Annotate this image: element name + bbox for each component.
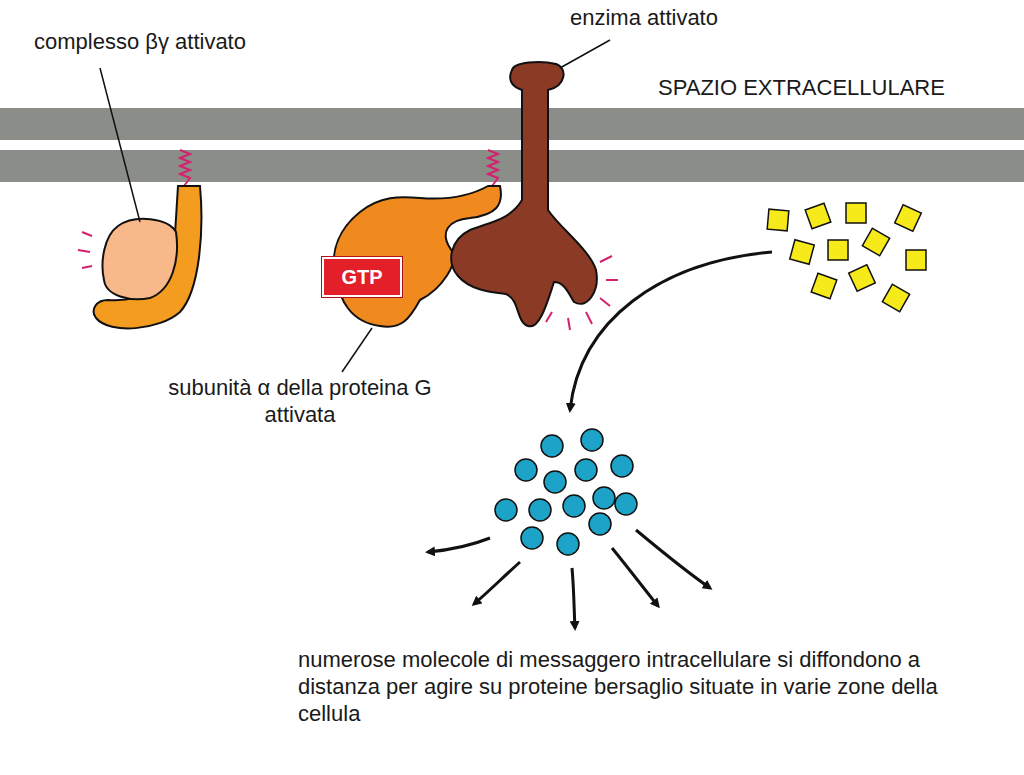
lipid-anchor (180, 150, 190, 186)
diffusion-arrows (428, 530, 710, 628)
substrate-molecules (767, 203, 926, 312)
gtp-box: GTP (322, 257, 402, 297)
membrane-outer (0, 108, 1024, 140)
part-label: subunità α della proteina G attivata (150, 374, 450, 428)
messenger-molecules (495, 429, 637, 555)
enzyme (451, 62, 597, 326)
leader-line (560, 40, 610, 68)
part-label: enzima attivato (570, 4, 790, 31)
gamma-subunit (94, 186, 202, 328)
conversion-arrow (570, 252, 772, 410)
node-text: GTP (341, 266, 382, 289)
beta-subunit (103, 219, 177, 299)
part-label: complesso βγ attivato (34, 28, 334, 55)
part-label: SPAZIO EXTRACELLULARE (658, 74, 1020, 101)
note-text: numerose molecole di messaggero intracel… (298, 646, 938, 727)
membrane-inner (0, 150, 1024, 182)
leader-line (100, 68, 140, 222)
activation-ticks (546, 256, 618, 330)
lipid-anchor (488, 150, 498, 186)
leader-line (342, 328, 372, 372)
activation-ticks (78, 232, 92, 268)
